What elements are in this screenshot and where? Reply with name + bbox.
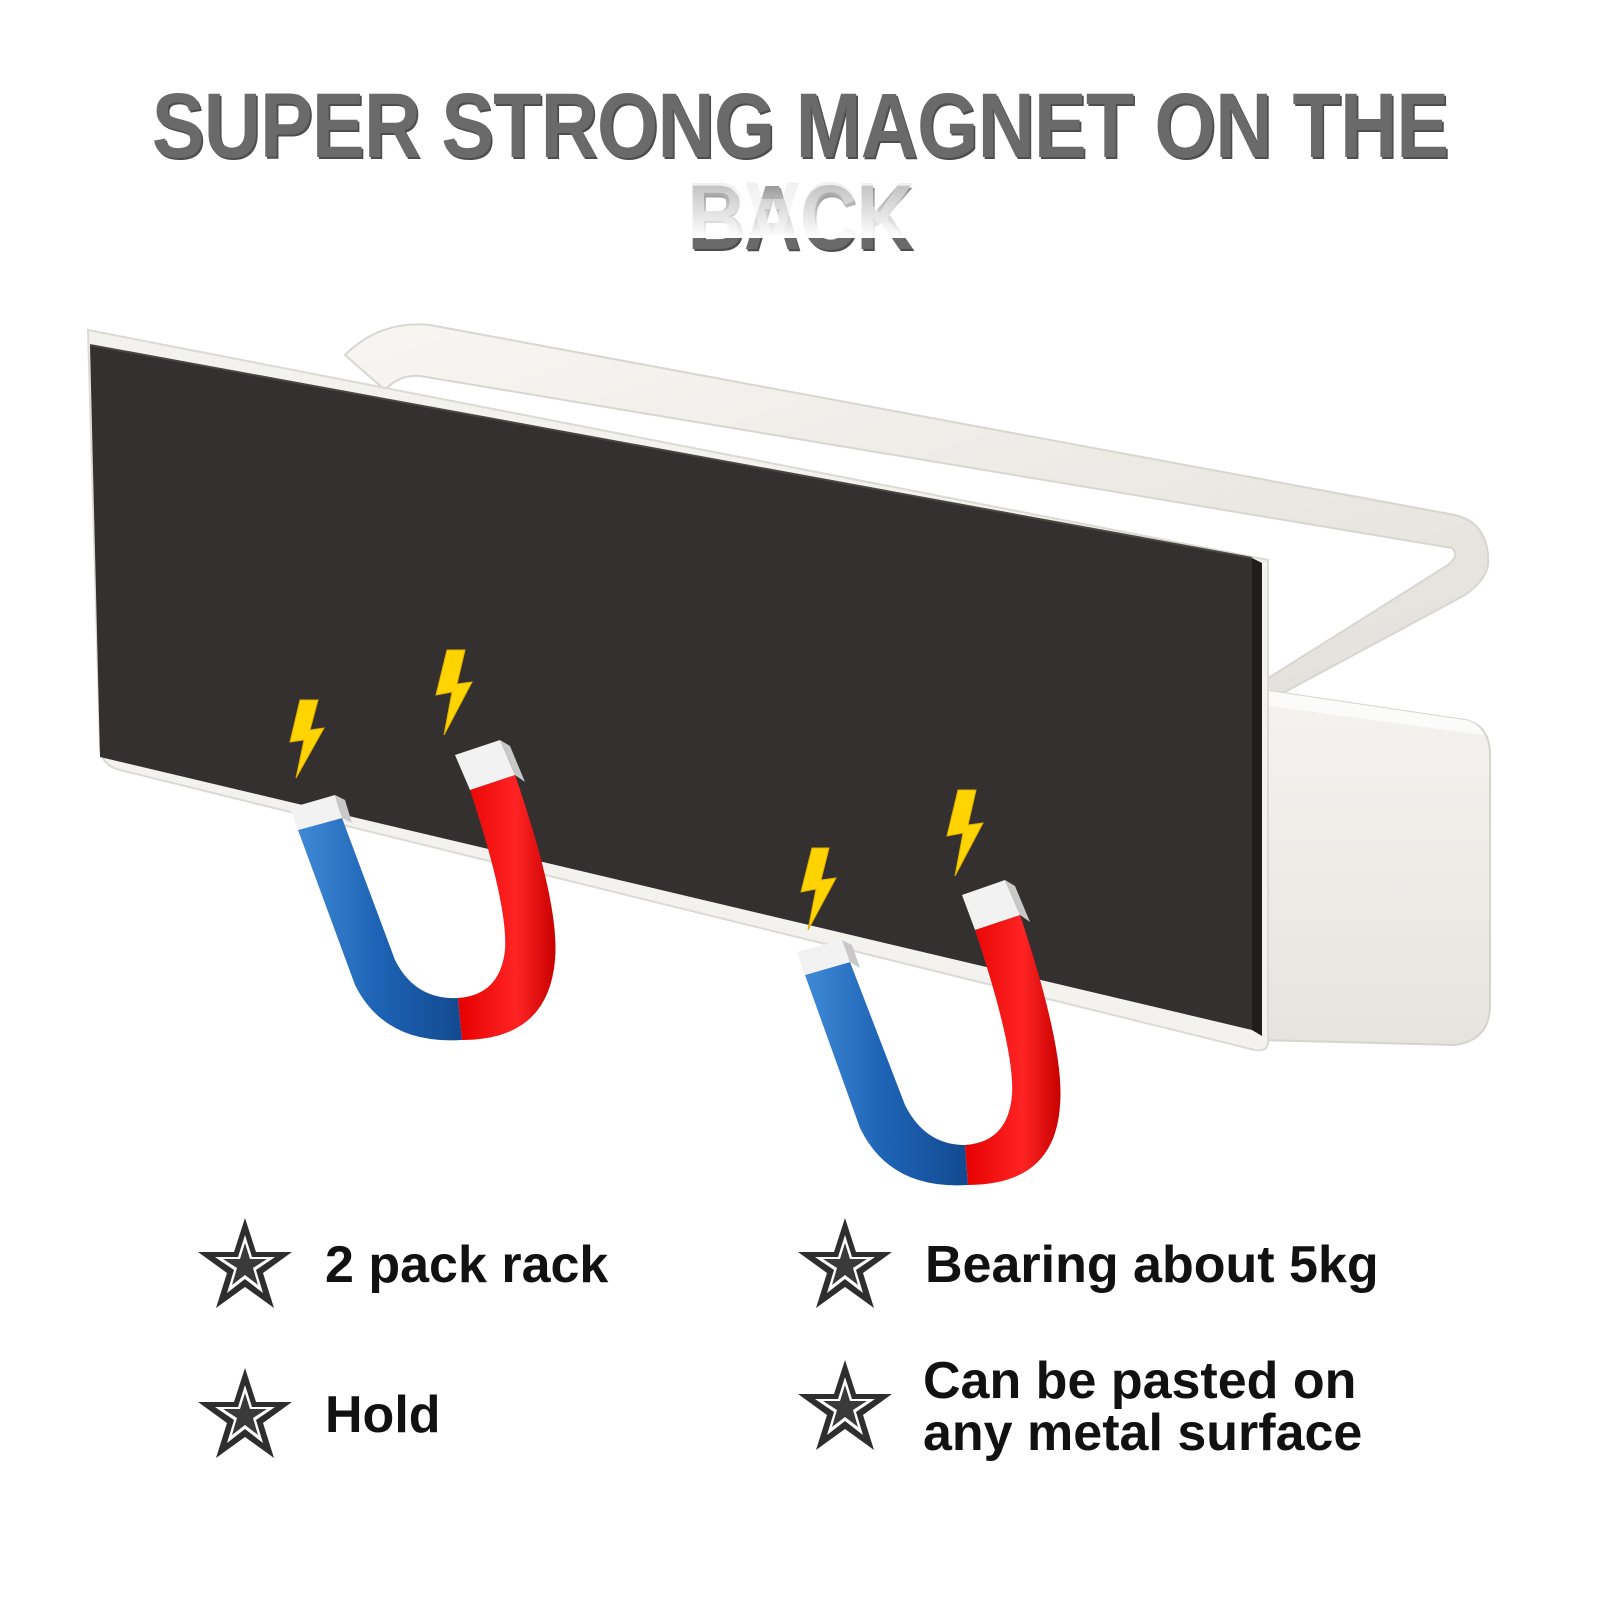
feature-text: Hold [325,1386,441,1444]
feature-item: Bearing about 5kg [795,1215,1379,1315]
horseshoe-magnet-icon [797,880,1061,1186]
rack-tray [1261,688,1491,1047]
lightning-icon [435,649,473,736]
star-icon [798,1360,892,1450]
star-icon [798,1218,892,1308]
headline-reflection: SUPER STRONG MAGNET ON THE BACK [0,168,1600,238]
lightning-icon [800,847,837,931]
lightning-icon [946,789,984,877]
star-icon [198,1218,292,1308]
feature-text: Bearing about 5kg [925,1236,1379,1294]
star-icon [198,1368,292,1458]
feature-item: 2 pack rack [195,1215,608,1315]
feature-item: Hold [195,1365,441,1465]
lightning-icon [289,699,325,779]
horseshoe-magnet-icon [290,740,556,1041]
feature-item: Can be pasted on any metal surface [795,1355,1393,1459]
feature-text: 2 pack rack [325,1236,609,1294]
feature-text: Can be pasted on any metal surface [923,1352,1363,1462]
